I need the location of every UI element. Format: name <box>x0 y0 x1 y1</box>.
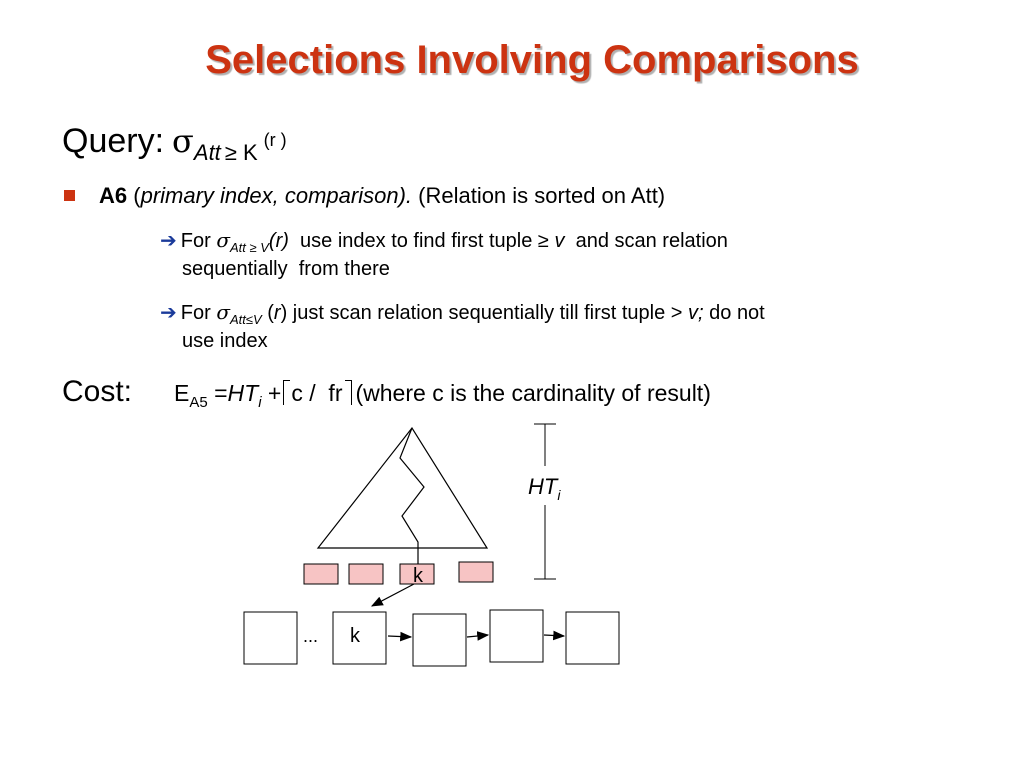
item-text: just scan relation sequentially till fir… <box>287 302 689 324</box>
bullet-rest: (Relation is sorted on Att) <box>412 183 666 208</box>
item-text-line2: sequentially from there <box>182 258 390 280</box>
cost-eq: = <box>207 380 228 406</box>
item-var: v; <box>688 302 704 324</box>
query-subscript-rest: ≥ K <box>224 140 258 165</box>
cost-plus: + <box>261 380 282 406</box>
leaf-block <box>458 561 494 583</box>
item-prefix: For <box>180 302 217 324</box>
item-text-end: and scan relation <box>564 230 728 252</box>
data-block <box>243 611 298 665</box>
item-arg-r: r <box>273 302 281 324</box>
chain-arrow <box>466 631 490 641</box>
item-arg-open: ( <box>261 302 274 324</box>
item-subscript: Att≤V <box>229 312 262 327</box>
item-var: v <box>554 230 565 252</box>
item-prefix: For <box>180 230 217 252</box>
data-block <box>565 611 620 665</box>
cost-e-sub: A5 <box>189 394 208 411</box>
pointer-arrow <box>370 583 415 607</box>
chain-arrow <box>543 630 566 641</box>
arrow-right-icon: ➔ <box>160 302 177 324</box>
sigma-symbol: σ <box>216 228 230 252</box>
bullet-bold: A6 <box>99 183 128 208</box>
item-arg: (r) <box>268 230 289 252</box>
cost-formula: EA5 =HTi + c / fr (where c is the cardinal… <box>174 380 711 411</box>
bullet-italic: primary index, comparison). <box>140 183 413 208</box>
query-line: Query:σAtt≥ K(r ) <box>62 122 287 165</box>
ht-label: HTi <box>528 474 561 503</box>
bullet-square-icon <box>64 190 75 201</box>
cost-note: (where c is the cardinality of result) <box>355 380 711 406</box>
slide-title: Selections Involving Comparisons <box>205 38 859 82</box>
sub-item-1: ➔For σAtt ≥ V(r) use index to find first… <box>160 227 960 282</box>
ceil-left-bracket <box>283 380 291 405</box>
cost-ht: HT <box>227 380 259 406</box>
search-path <box>399 427 425 565</box>
item-text: use index to find first tuple ≥ <box>288 230 555 252</box>
data-block <box>489 609 544 663</box>
block-key-label: k <box>350 625 361 647</box>
cost-ht-sub: i <box>258 394 262 411</box>
item-arg-close: ) <box>280 302 288 324</box>
query-subscript-att: Att <box>193 140 221 165</box>
sigma-symbol: σ <box>172 122 194 160</box>
index-tree-triangle <box>316 426 489 549</box>
query-label: Query: <box>62 122 165 160</box>
cost-ceil-content: c / fr <box>291 380 343 406</box>
bullet-open: ( <box>133 183 141 208</box>
leaf-block <box>303 563 339 585</box>
sub-item-2: ➔For σAtt≤V (r) just scan relation seque… <box>160 299 960 354</box>
query-args: (r ) <box>263 130 287 150</box>
ellipsis: ... <box>303 626 318 646</box>
item-subscript: Att ≥ V <box>229 240 269 255</box>
leaf-block-k <box>399 563 435 585</box>
cost-label: Cost: <box>62 375 133 408</box>
cost-e: E <box>174 380 190 406</box>
ceil-right-bracket <box>344 380 352 405</box>
item-text-line2: use index <box>182 330 268 352</box>
leaf-block <box>348 563 384 585</box>
item-text-end: do not <box>703 302 765 324</box>
data-block <box>412 613 467 667</box>
data-block-k <box>332 611 387 665</box>
arrow-right-icon: ➔ <box>160 230 177 252</box>
sigma-symbol: σ <box>216 300 230 324</box>
chain-arrow <box>387 631 413 642</box>
bullet-a6: A6 (primary index, comparison). (Relatio… <box>64 183 665 209</box>
leaf-key-label: k <box>413 565 424 587</box>
